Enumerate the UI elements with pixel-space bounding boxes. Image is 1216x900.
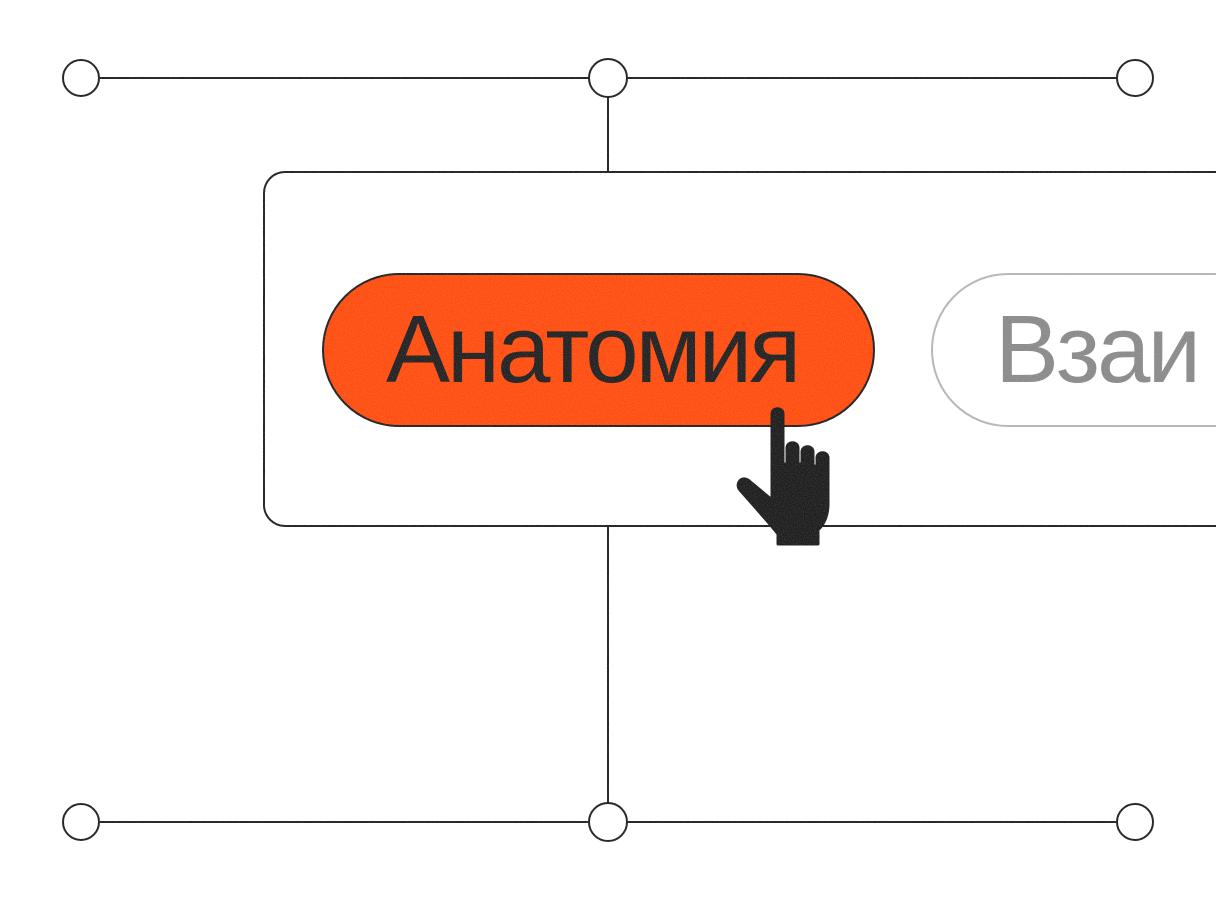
tab-interaction-label: Взаи [995, 296, 1201, 403]
tab-anatomy-label: Анатомия [386, 296, 801, 403]
pointer-hand-icon [736, 407, 830, 546]
node-top-left-icon [62, 59, 100, 97]
hand-shape [736, 407, 830, 546]
node-top-center-icon [588, 58, 628, 98]
tab-interaction[interactable]: Взаи [931, 273, 1216, 427]
node-bottom-right-icon [1116, 803, 1154, 841]
node-bottom-left-icon [62, 803, 100, 841]
node-bottom-center-icon [588, 802, 628, 842]
node-top-right-icon [1116, 59, 1154, 97]
tab-anatomy[interactable]: Анатомия [322, 273, 875, 427]
